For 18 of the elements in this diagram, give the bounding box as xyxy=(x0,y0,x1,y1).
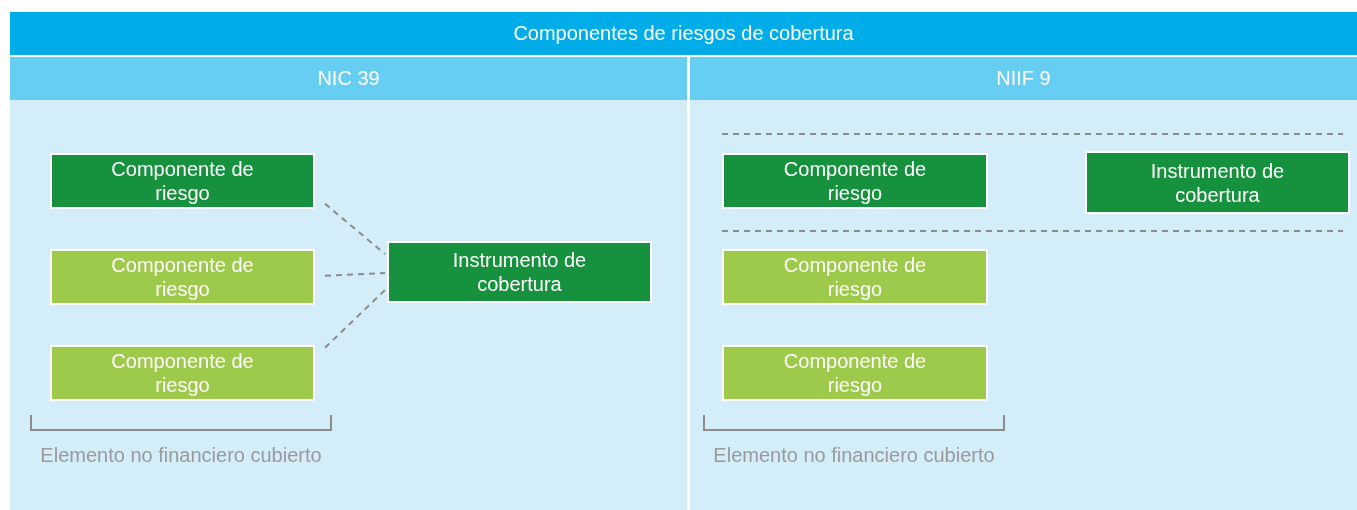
column-header: NIC 39 xyxy=(10,57,687,100)
column-header: NIIF 9 xyxy=(690,57,1357,100)
highlighted-box: Componente de riesgo xyxy=(722,153,988,209)
bracket-label: Elemento no financiero cubierto xyxy=(712,443,996,468)
component-box: Componente de riesgo xyxy=(50,249,315,305)
dashed-connector xyxy=(324,272,386,277)
dashed-connector xyxy=(324,289,386,349)
title-bar: Componentes de riesgos de cobertura xyxy=(10,12,1357,55)
highlighted-box: Instrumento de cobertura xyxy=(1085,151,1350,214)
component-box: Componente de riesgo xyxy=(722,249,988,305)
component-box: Componente de riesgo xyxy=(50,345,315,401)
column-panel xyxy=(690,57,1357,510)
dashed-connector xyxy=(324,202,386,255)
bracket-label: Elemento no financiero cubierto xyxy=(39,443,323,468)
component-box: Componente de riesgo xyxy=(722,345,988,401)
highlighted-box: Componente de riesgo xyxy=(50,153,315,209)
column-panel xyxy=(10,57,687,510)
highlighted-box: Instrumento de cobertura xyxy=(387,241,652,303)
